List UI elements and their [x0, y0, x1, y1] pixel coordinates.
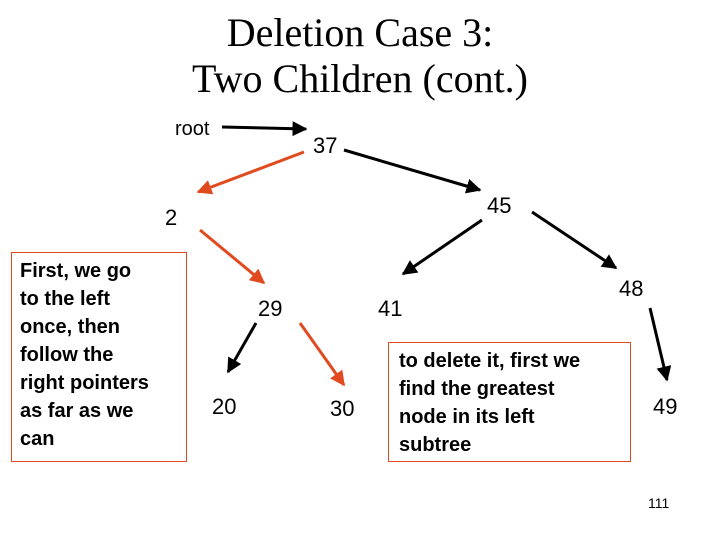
callout-left-line: to the left	[20, 288, 110, 310]
callout-left-line: as far as we	[20, 400, 134, 422]
edge-29-to-20	[226, 322, 258, 374]
callout-right-line: subtree	[399, 434, 472, 456]
edge-37-to-2	[196, 150, 305, 195]
root-label: root	[175, 118, 210, 140]
node-20: 20	[212, 394, 237, 419]
callout-left-explanation: First, we go to the left once, then foll…	[11, 252, 187, 462]
node-41: 41	[378, 296, 403, 321]
node-49: 49	[653, 394, 678, 419]
edge-48-to-49	[648, 307, 672, 382]
node-37: 37	[313, 133, 338, 158]
node-48: 48	[619, 276, 644, 301]
node-30: 30	[330, 396, 355, 421]
callout-right-line: find the greatest	[399, 378, 555, 400]
callout-right-explanation: to delete it, first we find the greatest…	[388, 342, 631, 462]
edge-37-to-45	[343, 148, 482, 194]
callout-left-line: First, we go	[20, 260, 132, 282]
slide-title-line-1: Deletion Case 3:	[226, 10, 494, 55]
callout-left-line: once, then	[20, 316, 121, 338]
edge-45-to-41	[401, 218, 483, 276]
callout-left-line: right pointers	[20, 372, 149, 394]
node-45: 45	[487, 193, 512, 218]
node-29: 29	[258, 296, 283, 321]
edge-root-to-37	[221, 121, 308, 137]
callout-left-line: follow the	[20, 344, 114, 366]
callout-left-line: can	[20, 428, 55, 450]
node-2: 2	[165, 205, 178, 230]
callout-right-line: node in its left	[399, 406, 535, 428]
slide-title-line-2: Two Children (cont.)	[191, 56, 528, 101]
edge-29-to-30	[298, 322, 346, 387]
slide-number: 111	[648, 495, 670, 511]
edge-2-to-29	[199, 228, 266, 285]
callout-right-line: to delete it, first we	[399, 350, 581, 372]
edge-45-to-48	[531, 210, 618, 270]
